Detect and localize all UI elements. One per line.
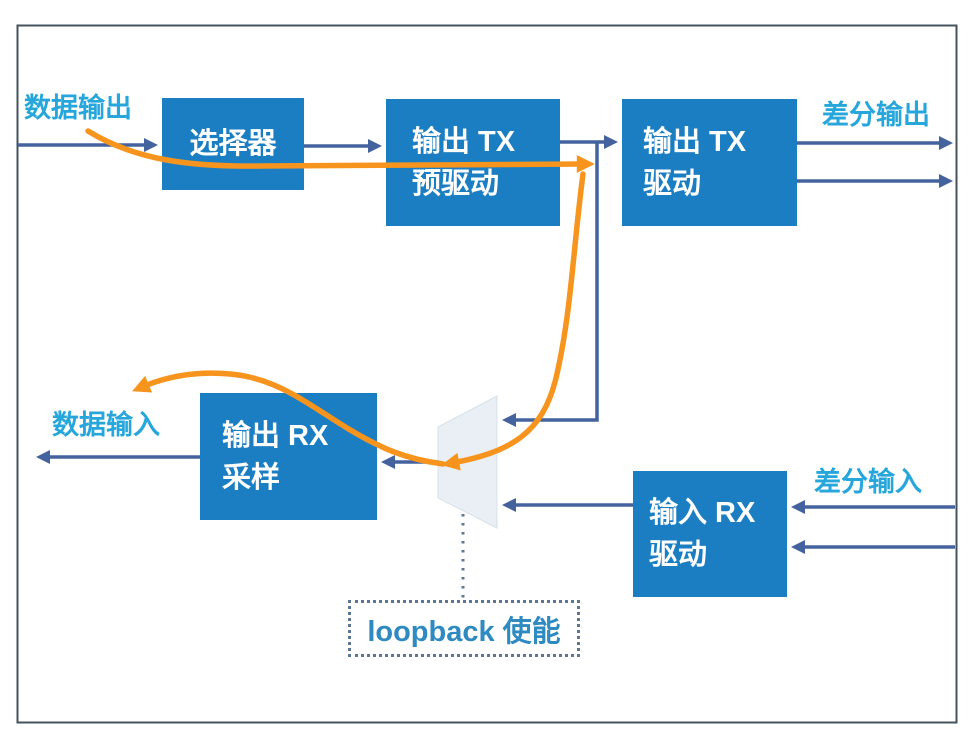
block-tx-driver-line2: 驱动 (643, 167, 702, 200)
block-tx-driver-line1: 输出 TX (643, 125, 747, 158)
label-data-input: 数据输入 (52, 410, 160, 440)
label-diff-output: 差分输出 (822, 100, 930, 130)
block-rx-driver-line1: 输入 RX (649, 497, 756, 529)
block-selector: 选择器 (162, 98, 304, 190)
loopback-enable-label: loopback 使能 (367, 615, 561, 648)
label-data-output: 数据输出 (24, 93, 132, 123)
block-rx-driver-line2: 驱动 (649, 539, 708, 571)
block-rx-sampler: 输出 RX 采样 (200, 393, 377, 520)
block-rx-sampler-line1: 输出 RX (222, 419, 329, 452)
block-rx-sampler-line2: 采样 (222, 461, 281, 494)
block-tx-driver: 输出 TX 驱动 (622, 99, 797, 226)
loopback-mux-shape (437, 395, 498, 529)
block-tx-predriver-line2: 预驱动 (412, 167, 500, 200)
block-tx-predriver-line1: 输出 TX (412, 125, 516, 158)
block-selector-label: 选择器 (189, 128, 277, 160)
block-rx-driver: 输入 RX 驱动 (633, 471, 787, 597)
block-tx-predriver: 输出 TX 预驱动 (386, 99, 560, 226)
label-diff-input: 差分输入 (814, 467, 922, 497)
loopback-enable-box: loopback 使能 (348, 600, 580, 657)
